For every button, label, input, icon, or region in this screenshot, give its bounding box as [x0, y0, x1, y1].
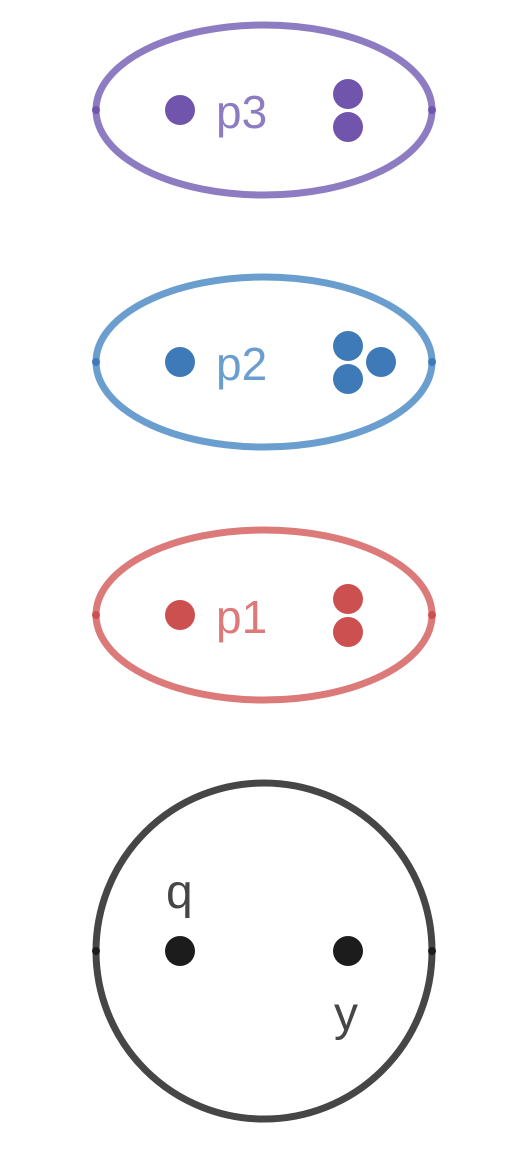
p3-left-dot — [165, 95, 195, 125]
p3-label: p3 — [216, 86, 267, 138]
base-group: q y — [92, 779, 436, 1123]
p2-label: p2 — [216, 338, 267, 390]
base-left-dot — [165, 936, 195, 966]
base-left-label: q — [166, 866, 193, 919]
p3-left-tick — [92, 106, 100, 114]
base-right-label: y — [334, 988, 358, 1041]
group-p1: p1 — [92, 526, 436, 704]
p2-left-tick — [92, 358, 100, 366]
p1-left-tick — [92, 611, 100, 619]
p1-left-dot — [165, 600, 195, 630]
p1-right-dot — [333, 617, 363, 647]
base-right-tick — [428, 947, 436, 955]
p1-label: p1 — [216, 591, 267, 643]
p2-right-tick — [428, 358, 436, 366]
group-p3: p3 — [92, 21, 436, 199]
p1-right-dot — [333, 584, 363, 614]
base-left-tick — [92, 947, 100, 955]
p3-right-dot — [333, 112, 363, 142]
p3-right-tick — [428, 106, 436, 114]
p3-right-dot — [333, 79, 363, 109]
p2-right-dot — [366, 347, 396, 377]
p2-left-dot — [165, 347, 195, 377]
base-circle — [92, 779, 436, 1123]
p2-right-dot — [333, 331, 363, 361]
group-p2: p2 — [92, 273, 436, 451]
p2-right-dot — [333, 364, 363, 394]
p1-right-tick — [428, 611, 436, 619]
base-right-dot — [333, 936, 363, 966]
